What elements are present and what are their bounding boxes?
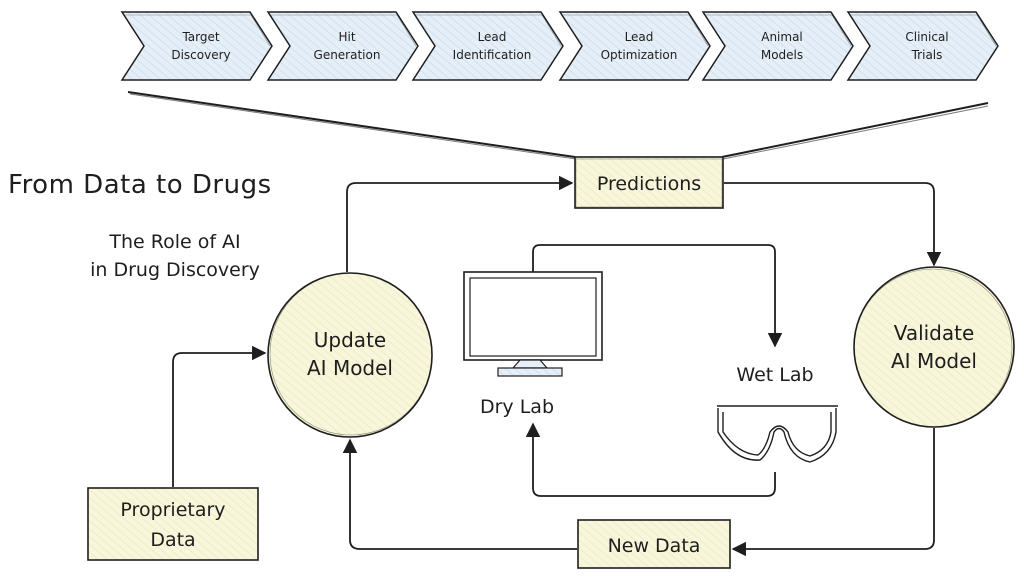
pipeline-chevron bbox=[558, 11, 711, 81]
pipeline-chevron bbox=[846, 11, 999, 81]
safety-goggles-icon bbox=[717, 405, 838, 463]
funnel-line-right bbox=[721, 102, 989, 158]
pipeline-stage-label: Discovery bbox=[171, 48, 230, 62]
predictions-node: Predictions bbox=[574, 156, 724, 209]
pipeline-stage-label: Target bbox=[181, 30, 219, 44]
arrow-proprietary-to-update bbox=[172, 345, 267, 487]
pipeline-stage-label: Optimization bbox=[601, 48, 678, 62]
pipeline-chevron bbox=[266, 11, 419, 81]
proprietary-label-line-1: Proprietary bbox=[120, 499, 225, 521]
pipeline-stage-label: Lead bbox=[478, 30, 507, 44]
pipeline-chevron bbox=[120, 11, 273, 81]
validate-label-line-2: AI Model bbox=[891, 349, 977, 373]
pipeline-chevron bbox=[701, 11, 854, 81]
pipeline-stage-label: Clinical bbox=[905, 30, 948, 44]
validate-label-line-1: Validate bbox=[894, 321, 975, 345]
predictions-label: Predictions bbox=[597, 173, 701, 195]
funnel-line-left bbox=[127, 91, 576, 158]
monitor-icon bbox=[463, 271, 603, 377]
arrow-validate-to-new-data bbox=[731, 428, 935, 557]
arrow-new-data-to-update bbox=[342, 438, 577, 550]
proprietary-data-node: Proprietary Data bbox=[87, 487, 259, 561]
new-data-label: New Data bbox=[608, 535, 701, 557]
arrow-predictions-to-validate bbox=[724, 182, 942, 267]
pipeline-stage-label: Models bbox=[761, 48, 803, 62]
pipeline-stage-label: Generation bbox=[314, 48, 381, 62]
pipeline-stages: TargetDiscoveryHitGenerationLeadIdentifi… bbox=[120, 11, 999, 81]
update-label-line-2: AI Model bbox=[307, 356, 393, 380]
subtitle-line-2: in Drug Discovery bbox=[90, 259, 260, 281]
update-ai-model-node: Update AI Model bbox=[267, 272, 433, 438]
pipeline-stage-label: Lead bbox=[625, 30, 654, 44]
pipeline-stage-label: Hit bbox=[338, 30, 355, 44]
arrow-dry-to-wet-lab bbox=[532, 244, 783, 348]
pipeline-stage-label: Trials bbox=[911, 48, 943, 62]
new-data-node: New Data bbox=[577, 519, 731, 569]
proprietary-label-line-2: Data bbox=[150, 529, 195, 551]
arrow-wet-to-dry-lab bbox=[525, 422, 776, 497]
update-label-line-1: Update bbox=[314, 328, 386, 352]
funnel-line-right-2 bbox=[722, 105, 989, 160]
subtitle-line-1: The Role of AI bbox=[109, 231, 241, 253]
pipeline-stage-label: Animal bbox=[761, 30, 803, 44]
dry-lab-label: Dry Lab bbox=[480, 396, 554, 418]
diagram-subtitle: The Role of AI in Drug Discovery bbox=[60, 228, 290, 284]
diagram-title: From Data to Drugs bbox=[8, 170, 272, 200]
pipeline-stage-label: Identification bbox=[453, 48, 532, 62]
wet-lab-label: Wet Lab bbox=[736, 364, 813, 386]
arrow-update-to-predictions bbox=[346, 175, 574, 272]
validate-ai-model-node: Validate AI Model bbox=[853, 266, 1015, 428]
pipeline-chevron bbox=[411, 11, 564, 81]
funnel-line-left-2 bbox=[129, 93, 577, 160]
